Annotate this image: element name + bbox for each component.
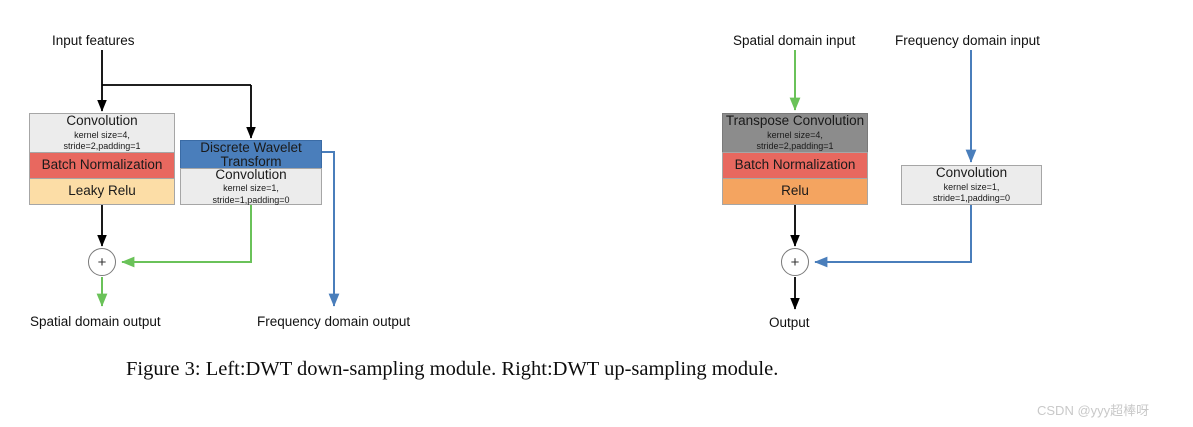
right-transpose-convolution-sub-2: stride=2,padding=1 [756,141,834,152]
left-dwt-title-line-2: Transform [220,153,282,169]
left-wavelet-convolution-sub-2: stride=1,padding=0 [212,194,290,205]
right-frequency-domain-input-label: Frequency domain input [895,33,1040,48]
left-convolution-sub-2: stride=2,padding=1 [63,141,141,152]
right-convolution-sub-1: kernel size=1, [943,181,1000,192]
right-convolution-block: Convolution kernel size=1, stride=1,padd… [901,165,1042,205]
right-batch-normalization-title: Batch Normalization [734,157,856,173]
left-spatial-domain-output-label: Spatial domain output [30,314,161,329]
figure-caption: Figure 3: Left:DWT down-sampling module.… [126,358,779,380]
right-output-label: Output [769,315,810,330]
right-batch-normalization-block: Batch Normalization [722,152,868,179]
left-batch-normalization-title: Batch Normalization [41,157,163,173]
left-frequency-domain-output-label: Frequency domain output [257,314,411,329]
left-green-path-to-adder [121,205,252,268]
right-adder-symbol: + [790,253,800,271]
left-adder-symbol: + [97,253,107,271]
right-blue-path-to-adder [814,205,972,268]
left-batch-normalization-block: Batch Normalization [29,152,175,179]
csdn-watermark: CSDN @yyy超棒呀 [1037,403,1150,418]
right-transpose-convolution-block: Transpose Convolution kernel size=4, str… [722,113,868,153]
left-convolution-sub-1: kernel size=4, [74,129,130,140]
left-input-features-label: Input features [52,33,135,48]
right-convolution-title: Convolution [935,165,1008,181]
left-convolution-block: Convolution kernel size=4, stride=2,padd… [29,113,175,153]
right-transpose-convolution-sub-1: kernel size=4, [767,129,823,140]
right-convolution-sub-2: stride=1,padding=0 [932,193,1011,204]
right-transpose-convolution-title: Transpose Convolution [725,113,865,129]
left-leaky-relu-block: Leaky Relu [29,178,175,205]
left-adder-node: + [88,248,116,276]
left-wavelet-convolution-block: Convolution kernel size=1, stride=1,padd… [180,166,322,205]
right-adder-node: + [781,248,809,276]
left-discrete-wavelet-transform-block: Discrete Wavelet Transform [180,140,322,169]
left-wavelet-convolution-sub-1: kernel size=1, [223,183,279,194]
left-wavelet-convolution-title: Convolution [215,166,287,182]
right-spatial-domain-input-label: Spatial domain input [733,33,856,48]
right-relu-title: Relu [781,183,809,199]
left-dwt-title-line-1: Discrete Wavelet [200,140,302,155]
left-convolution-title: Convolution [66,113,138,129]
left-leaky-relu-title: Leaky Relu [68,183,136,199]
right-relu-block: Relu [722,178,868,205]
left-blue-frequency-output [322,151,340,307]
